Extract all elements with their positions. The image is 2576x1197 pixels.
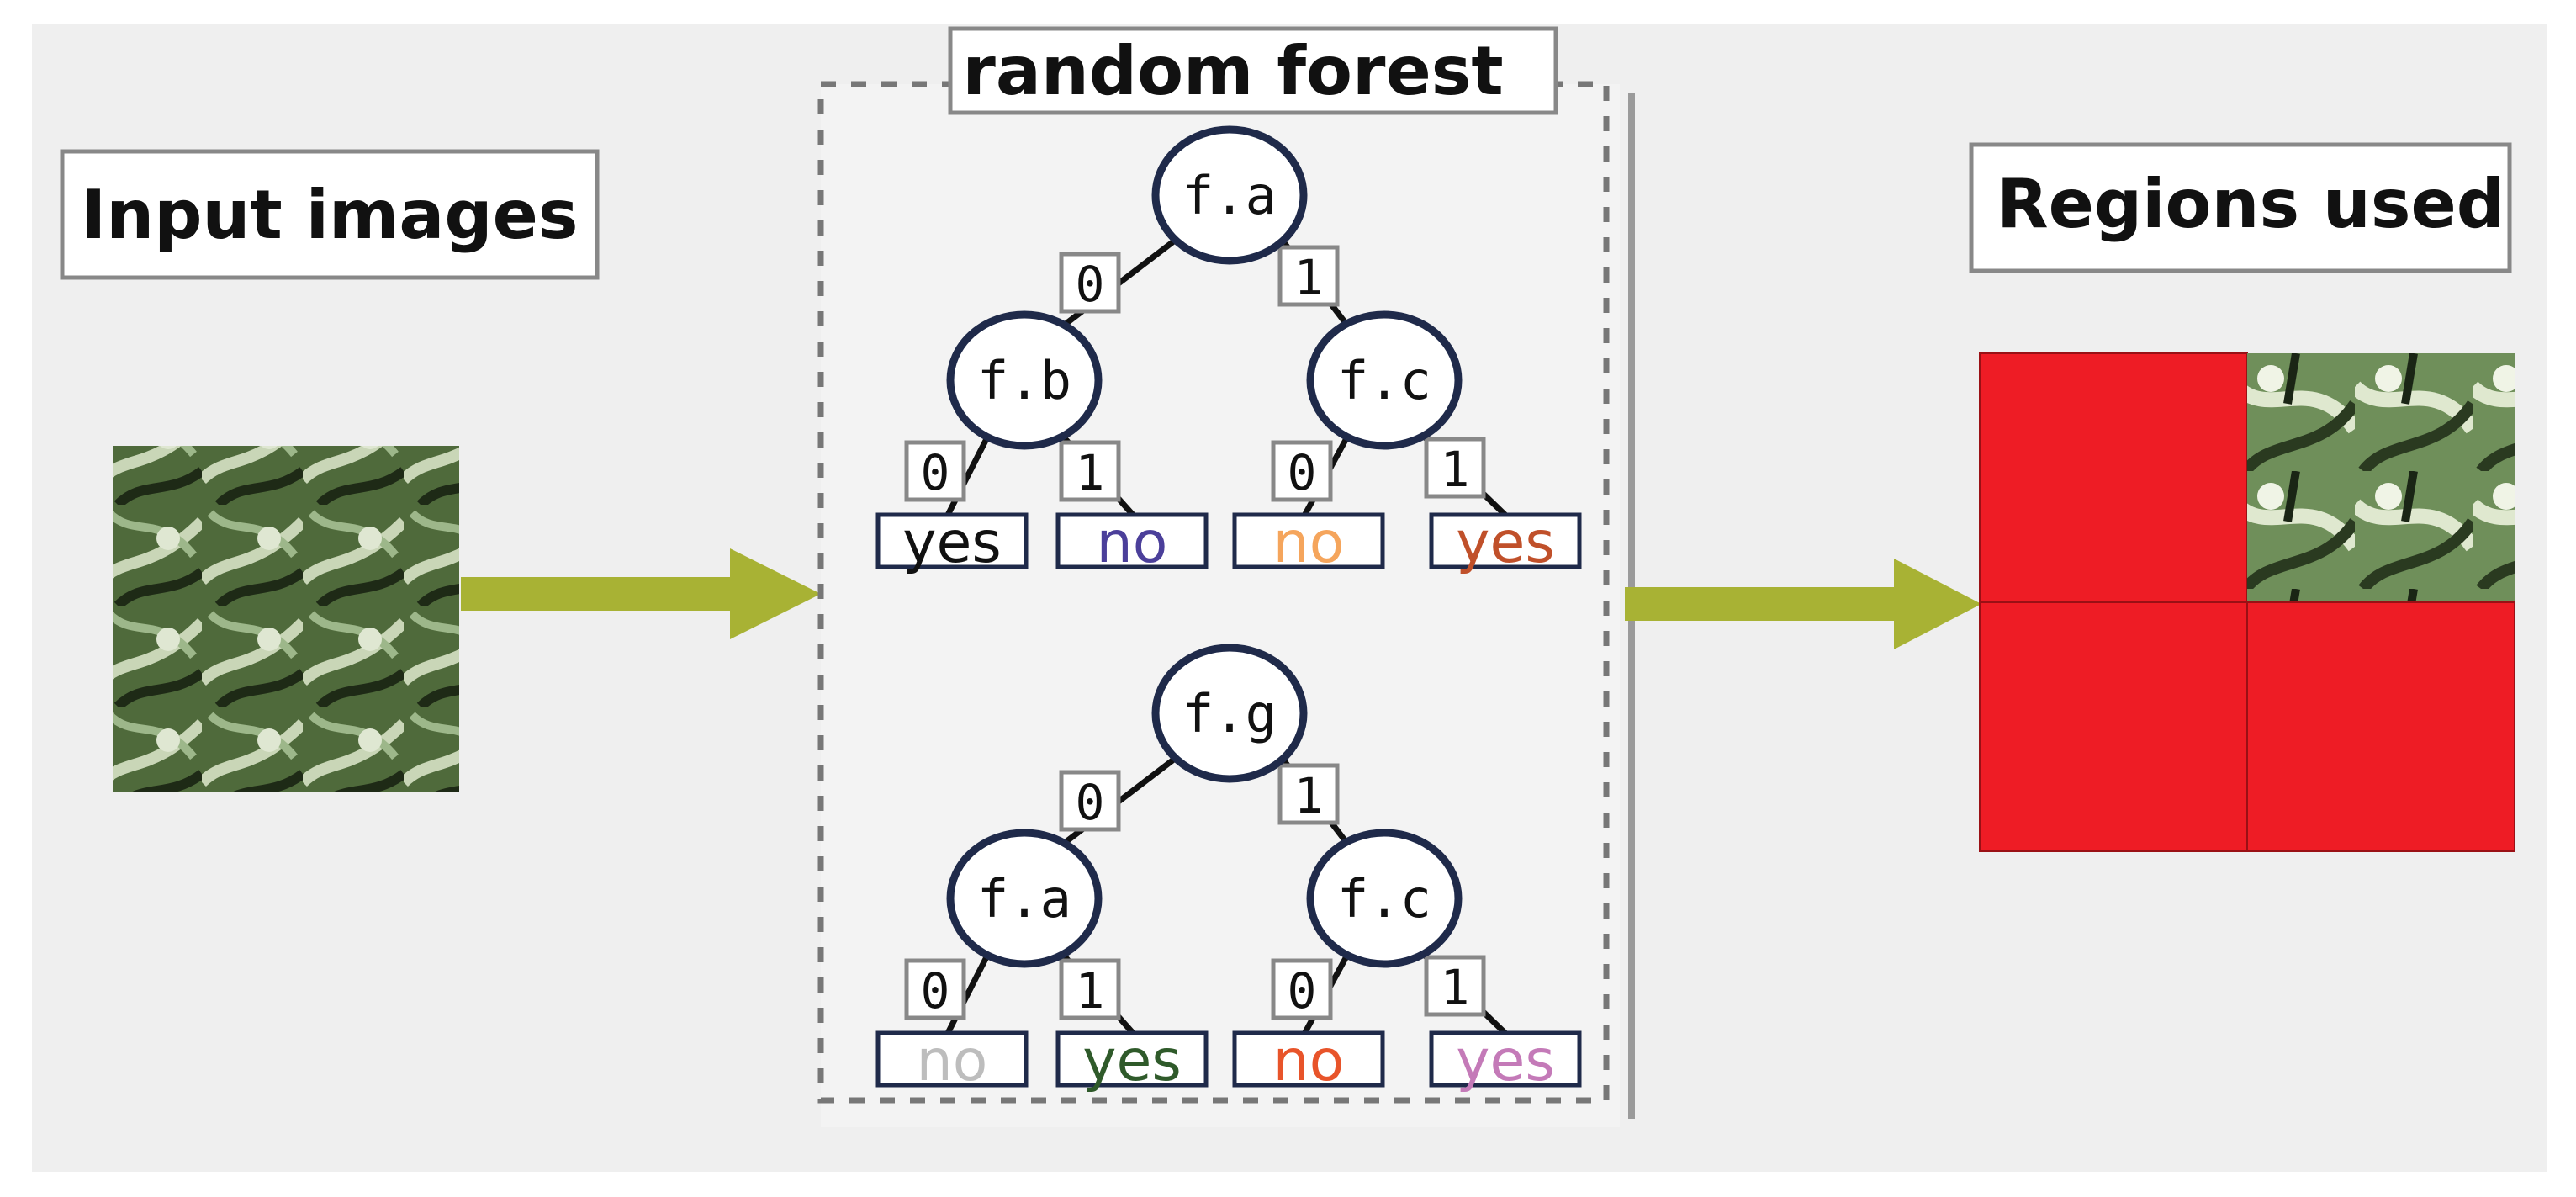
svg-text:yes: yes <box>1082 1028 1182 1094</box>
tree-leaf: yes <box>1429 510 1582 576</box>
output-label-box: Regions used <box>1969 142 2512 273</box>
regions-grid <box>1979 352 2515 852</box>
svg-text:no: no <box>917 1028 988 1094</box>
svg-text:no: no <box>1273 1028 1345 1094</box>
region-top-right-image <box>2247 353 2515 602</box>
edge-label: 1 <box>1424 955 1486 1017</box>
edge-label: 1 <box>1424 437 1486 499</box>
svg-text:0: 0 <box>1076 256 1105 313</box>
edge-label: 1 <box>1059 958 1121 1020</box>
edge-label: 0 <box>1271 440 1333 502</box>
tree-leaf: no <box>1055 510 1209 576</box>
svg-text:0: 0 <box>1076 774 1105 831</box>
tree-edge <box>940 947 994 1043</box>
tree-leaf: yes <box>875 510 1029 576</box>
svg-text:yes: yes <box>902 510 1002 576</box>
svg-text:f.b: f.b <box>977 350 1071 411</box>
svg-text:f.c: f.c <box>1337 350 1431 411</box>
decision-tree-1: 0 1 0 1 0 1 f.a f.b f.c yes no no yes <box>875 125 1582 576</box>
tree-leaf: yes <box>1055 1028 1209 1094</box>
edge-label: 0 <box>904 958 966 1020</box>
input-label: Input images <box>82 176 579 254</box>
region-bottom-right <box>2246 601 2515 852</box>
svg-text:f.g: f.g <box>1182 683 1277 744</box>
svg-text:0: 0 <box>1288 962 1317 1020</box>
tree-left-node: f.a <box>946 829 1103 968</box>
edge-label: 0 <box>1059 770 1121 832</box>
edge-label: 0 <box>1059 252 1121 314</box>
tree-leaf: no <box>875 1028 1029 1094</box>
svg-text:1: 1 <box>1076 444 1105 501</box>
tree-leaf: no <box>1232 510 1385 576</box>
input-label-box: Input images <box>60 149 600 280</box>
edge-label: 1 <box>1059 440 1121 502</box>
input-image <box>113 446 459 792</box>
tree-left-node: f.b <box>946 310 1103 450</box>
svg-text:yes: yes <box>1456 510 1555 576</box>
tree-root-node: f.a <box>1151 125 1308 265</box>
edge-label: 1 <box>1277 245 1340 307</box>
svg-text:f.c: f.c <box>1337 868 1431 930</box>
region-bottom-left <box>1979 601 2248 852</box>
svg-text:1: 1 <box>1441 959 1470 1016</box>
forest-label: random forest <box>962 32 1503 110</box>
tree-edge <box>940 429 994 525</box>
edge-label: 1 <box>1277 763 1340 825</box>
tree-leaf: no <box>1232 1028 1385 1094</box>
svg-text:0: 0 <box>1288 444 1317 501</box>
forest-label-box: random forest <box>948 26 1558 115</box>
output-label: Regions used <box>1997 165 2505 243</box>
svg-text:1: 1 <box>1294 767 1324 824</box>
tree-right-node: f.c <box>1306 310 1463 450</box>
svg-text:0: 0 <box>921 444 950 501</box>
arrow-input-to-forest <box>461 548 821 639</box>
decision-tree-2: 0 1 0 1 0 1 f.g f.a f.c no yes no yes <box>875 644 1582 1094</box>
svg-text:no: no <box>1097 510 1168 576</box>
edge-label: 0 <box>904 440 966 502</box>
svg-text:f.a: f.a <box>977 868 1071 930</box>
tree-root-node: f.g <box>1151 644 1308 783</box>
svg-text:0: 0 <box>921 962 950 1020</box>
tree-right-node: f.c <box>1306 829 1463 968</box>
arrow-forest-to-regions <box>1625 559 1981 649</box>
region-top-left <box>1979 352 2248 603</box>
edge-label: 0 <box>1271 958 1333 1020</box>
svg-text:1: 1 <box>1294 249 1324 306</box>
svg-text:1: 1 <box>1076 962 1105 1020</box>
svg-text:no: no <box>1273 510 1345 576</box>
svg-text:yes: yes <box>1456 1028 1555 1094</box>
svg-text:1: 1 <box>1441 441 1470 498</box>
tree-leaf: yes <box>1429 1028 1582 1094</box>
svg-text:f.a: f.a <box>1182 165 1277 226</box>
